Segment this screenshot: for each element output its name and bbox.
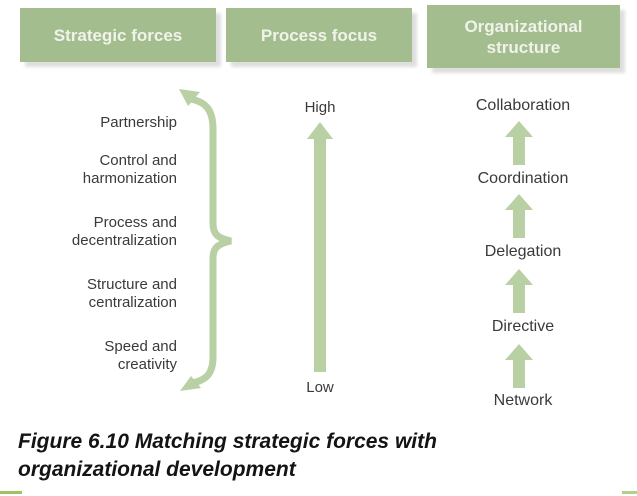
up-arrow-icon	[505, 194, 533, 238]
level-label-directive: Directive	[491, 318, 555, 335]
column-header-strategic-forces: Strategic forces	[20, 8, 216, 62]
force-label-control-harmonization: Control and harmonization	[82, 152, 177, 187]
level-label-collaboration: Collaboration	[475, 97, 571, 114]
level-label-delegation: Delegation	[484, 243, 562, 260]
bottom-rule-left	[0, 491, 22, 494]
figure-caption-line2: organizational development	[18, 458, 296, 481]
figure-caption-line1: Figure 6.10 Matching strategic forces wi…	[18, 430, 437, 453]
curly-brace-double-arrow-icon	[179, 89, 232, 391]
column-header-organizational-structure: Organizational structure	[427, 5, 620, 68]
force-label-partnership: Partnership	[100, 114, 177, 131]
level-label-coordination: Coordination	[477, 170, 569, 187]
force-label-structure-centralization: Structure and centralization	[86, 276, 177, 311]
up-arrow-icon	[505, 121, 533, 165]
force-label-speed-creativity: Speed and creativity	[104, 338, 177, 373]
high-label: High	[304, 99, 336, 116]
up-arrow-icon	[505, 269, 533, 313]
up-arrow-icon	[505, 344, 533, 388]
figure-caption: Figure 6.10 Matching strategic forces wi…	[18, 428, 598, 484]
bottom-rule-right	[622, 491, 637, 494]
process-focus-up-arrow-icon	[307, 122, 333, 372]
low-label: Low	[306, 379, 334, 396]
force-label-process-decentralization: Process and decentralization	[71, 214, 177, 249]
level-label-network: Network	[493, 392, 553, 409]
column-header-process-focus: Process focus	[226, 8, 412, 62]
